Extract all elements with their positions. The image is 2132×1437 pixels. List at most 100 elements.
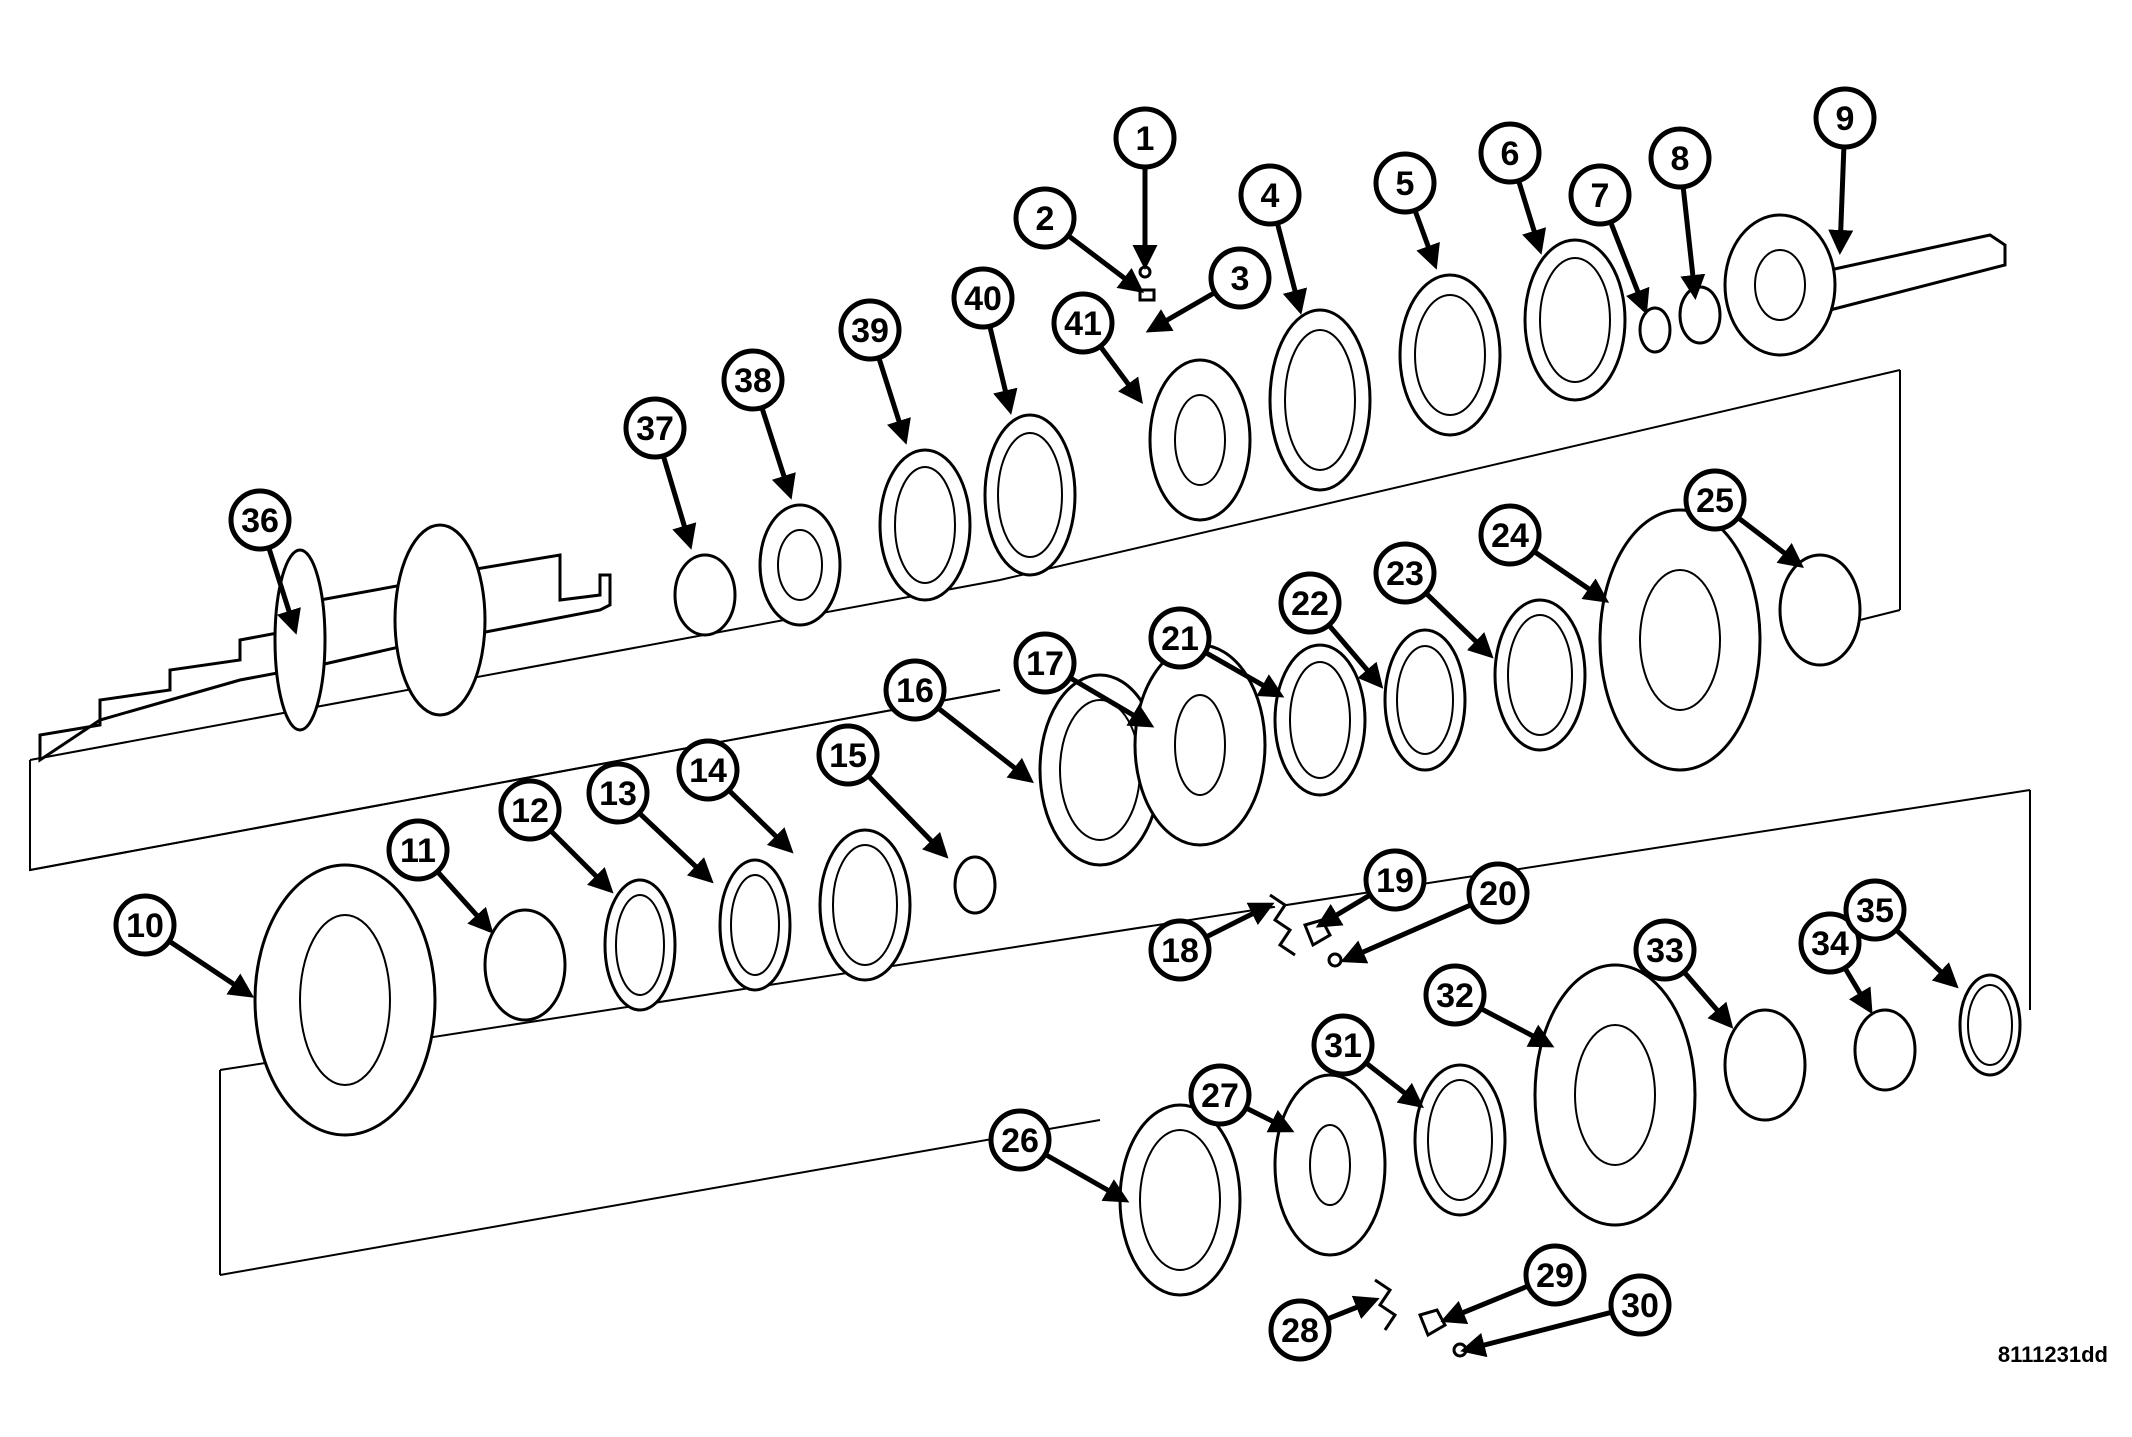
callout-number: 24 [1491,517,1529,555]
callout-number: 16 [896,672,934,710]
callout-18: 18 [1148,902,1275,982]
callout-26: 26 [988,1108,1130,1203]
leader-arrow [1440,1284,1529,1324]
leader-arrow [1365,1061,1424,1109]
callout-circle [1478,503,1542,567]
callout-number: 26 [1001,1122,1039,1160]
callout-number: 30 [1621,1287,1659,1325]
leader-arrow [937,706,1034,784]
callout-circle [623,396,687,460]
callout-16: 16 [883,658,1034,784]
callout-circle [1523,1243,1587,1307]
leader-arrow [1737,516,1804,569]
leader-arrow [1145,290,1216,333]
callout-number: 6 [1501,135,1520,173]
leader-arrow [1275,223,1308,315]
callout-circle [1608,1273,1672,1337]
leader-arrow [1533,549,1610,603]
leader-arrow [867,774,949,859]
callout-circle [1113,106,1177,170]
callout-circle [1311,1013,1375,1077]
callout-circle [1373,541,1437,605]
callout-19: 19 [1315,848,1427,928]
callout-37: 37 [623,396,697,550]
callout-1: 1 [1113,106,1177,270]
callout-number: 29 [1536,1257,1574,1295]
callout-number: 5 [1396,165,1415,203]
callout-number: 21 [1161,620,1199,658]
callout-circle [988,1108,1052,1172]
leader-arrow [549,829,614,894]
callout-23: 23 [1373,541,1494,659]
callout-20: 20 [1340,861,1530,964]
callout-number: 19 [1376,862,1414,900]
callout-circle [838,298,902,362]
leader-arrow [1327,624,1384,689]
leader-arrow [759,407,796,500]
callout-35: 35 [1843,878,1959,989]
callout-circle [1363,848,1427,912]
leader-arrow [1204,650,1285,698]
frame-lines [29,369,2031,1276]
callout-27: 27 [1188,1063,1295,1133]
callout-22: 22 [1278,571,1384,689]
callout-2: 2 [1013,186,1144,294]
callout-7: 7 [1568,163,1650,315]
callout-circle [1373,151,1437,215]
callout-number: 34 [1811,925,1849,963]
callout-circle [1648,126,1712,190]
callout-circle [1466,861,1530,925]
callout-38: 38 [721,348,796,500]
callout-circle [1278,571,1342,635]
callout-4: 4 [1238,163,1308,315]
callout-circle [1798,911,1862,975]
callout-number: 23 [1386,555,1424,593]
callout-34: 34 [1798,911,1873,1015]
callout-number: 25 [1696,482,1734,520]
callout-5: 5 [1373,151,1440,270]
callout-number: 27 [1201,1077,1239,1115]
callout-number: 38 [734,362,772,400]
callout-circle [1013,631,1077,695]
callout-36: 36 [228,488,301,635]
callout-number: 14 [689,752,727,790]
callout-circle [883,658,947,722]
leader-arrow [1608,222,1650,315]
parts-row-2 [1038,508,1862,968]
callout-25: 25 [1683,468,1804,569]
callout-number: 13 [599,775,637,813]
leader-arrow [1315,893,1371,928]
leader-arrow [1412,210,1440,270]
leader-arrow [1424,592,1494,659]
callout-14: 14 [676,738,794,854]
callout-circle [228,488,292,552]
output-shaft [1723,213,2007,357]
callout-circle [1148,606,1212,670]
callout-number: 7 [1591,177,1610,215]
callout-41: 41 [1051,291,1143,405]
callout-circle [113,893,177,957]
parts-row-4 [1118,963,2022,1358]
callout-circle [1148,918,1212,982]
callout-17: 17 [1013,631,1155,728]
callout-circle [1478,121,1542,185]
callout-circle [1208,246,1272,310]
callout-number: 12 [511,792,549,830]
callout-number: 31 [1324,1027,1362,1065]
callout-21: 21 [1148,606,1285,698]
leader-arrow [1843,967,1873,1015]
callout-30: 30 [1460,1273,1672,1358]
callout-33: 33 [1633,918,1734,1029]
leader-arrow [1516,180,1547,255]
callout-31: 31 [1311,1013,1424,1109]
callout-number: 40 [964,280,1002,318]
leader-arrow [266,547,301,635]
leader-arrow [1682,971,1734,1029]
callout-number: 22 [1291,585,1329,623]
callout-number: 37 [636,410,674,448]
leader-arrow [1098,345,1143,405]
callout-circle [1423,963,1487,1027]
callout-circle [386,818,450,882]
callout-9: 9 [1813,86,1877,255]
callout-circle [1268,1298,1332,1362]
